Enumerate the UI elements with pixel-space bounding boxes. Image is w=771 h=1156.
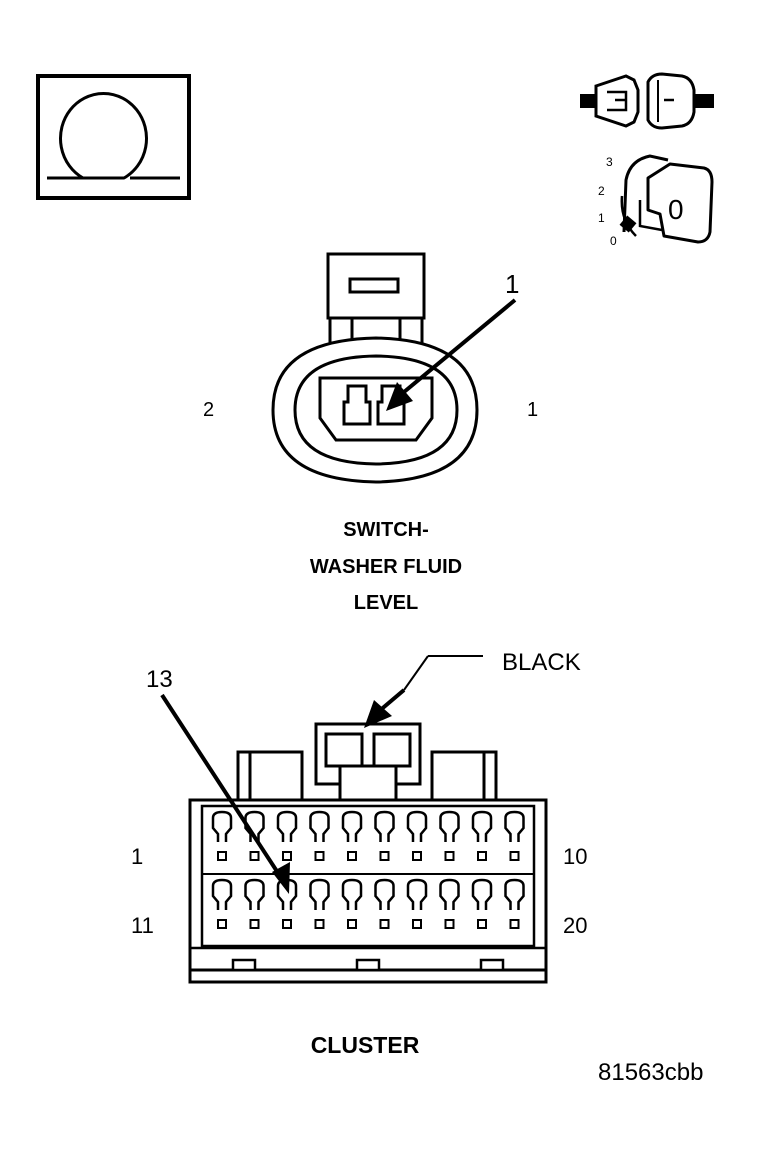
switch-callout-number: 1 <box>505 269 519 299</box>
cluster-terminal <box>244 878 265 910</box>
key-position-2: 2 <box>598 184 605 198</box>
cluster-color-label: BLACK <box>502 649 581 676</box>
cluster-terminal <box>406 810 428 842</box>
cluster-terminal <box>244 810 265 842</box>
cluster-terminal-slot <box>249 919 260 929</box>
key-label: 0 <box>668 194 684 225</box>
cluster-title: CLUSTER <box>311 1032 420 1058</box>
cluster-terminal-slot <box>477 851 487 861</box>
cluster-terminal-slot <box>509 851 520 861</box>
cluster-row1-end: 10 <box>563 844 587 869</box>
key-position-1: 1 <box>598 211 605 225</box>
ohmmeter-icon <box>36 74 191 200</box>
cluster-terminal-slot <box>282 919 292 929</box>
cluster-terminal-slot <box>314 851 325 861</box>
cluster-terminal-slot <box>282 851 292 861</box>
switch-pin-label-left: 2 <box>203 399 214 421</box>
cluster-terminal <box>341 878 363 910</box>
cluster-terminal-slot <box>249 851 260 861</box>
cluster-terminal-slot <box>412 919 422 929</box>
cluster-terminal-slot <box>379 851 390 861</box>
cluster-terminal-slot <box>444 851 455 861</box>
switch-title-line-2: WASHER FLUID <box>310 556 462 578</box>
cluster-terminal <box>211 878 233 910</box>
cluster-terminal <box>504 878 525 910</box>
key-position-3: 3 <box>606 155 613 169</box>
switch-pin-label-right: 1 <box>527 399 538 421</box>
cluster-terminal-slot <box>347 851 357 861</box>
cluster-terminal-slot <box>347 919 357 929</box>
cluster-terminal-slot <box>314 919 325 929</box>
cluster-terminal <box>276 810 298 842</box>
cluster-terminal <box>439 810 460 842</box>
cluster-terminal-slot <box>444 919 455 929</box>
switch-title-line-1: SWITCH- <box>343 519 429 541</box>
cluster-row2-start: 11 <box>131 913 154 938</box>
cluster-row1-start: 1 <box>131 844 143 869</box>
cluster-terminal <box>341 810 363 842</box>
cluster-pin-array <box>211 810 525 929</box>
cluster-terminal-slot <box>477 919 487 929</box>
cluster-callout-number: 13 <box>146 666 173 693</box>
cluster-terminal <box>504 810 525 842</box>
cluster-row2-end: 20 <box>563 913 587 938</box>
cluster-terminal <box>471 810 493 842</box>
cluster-terminal <box>406 878 428 910</box>
cluster-terminal <box>374 810 395 842</box>
cluster-terminal <box>374 878 395 910</box>
cluster-terminal-slot <box>217 919 227 929</box>
cluster-terminal <box>211 810 233 842</box>
disconnected-connector-icon <box>580 72 714 130</box>
figure-id: 81563cbb <box>598 1059 703 1086</box>
cluster-terminal-slot <box>217 851 227 861</box>
cluster-terminal-slot <box>412 851 422 861</box>
ignition-key-icon: 3 2 1 0 0 <box>598 154 714 248</box>
cluster-terminal <box>471 878 493 910</box>
cluster-connector: BLACK 13 1 10 11 20 CLUSTER <box>131 649 587 1058</box>
switch-title-line-3: LEVEL <box>354 592 418 614</box>
cluster-terminal <box>439 878 460 910</box>
cluster-terminal-slot <box>379 919 390 929</box>
cluster-terminal-slot <box>509 919 520 929</box>
switch-connector: 1 2 1 SWITCH- WASHER FLUID LEVEL <box>203 252 538 614</box>
cluster-terminal <box>309 810 330 842</box>
cluster-terminal <box>309 878 330 910</box>
key-position-0: 0 <box>610 234 617 248</box>
